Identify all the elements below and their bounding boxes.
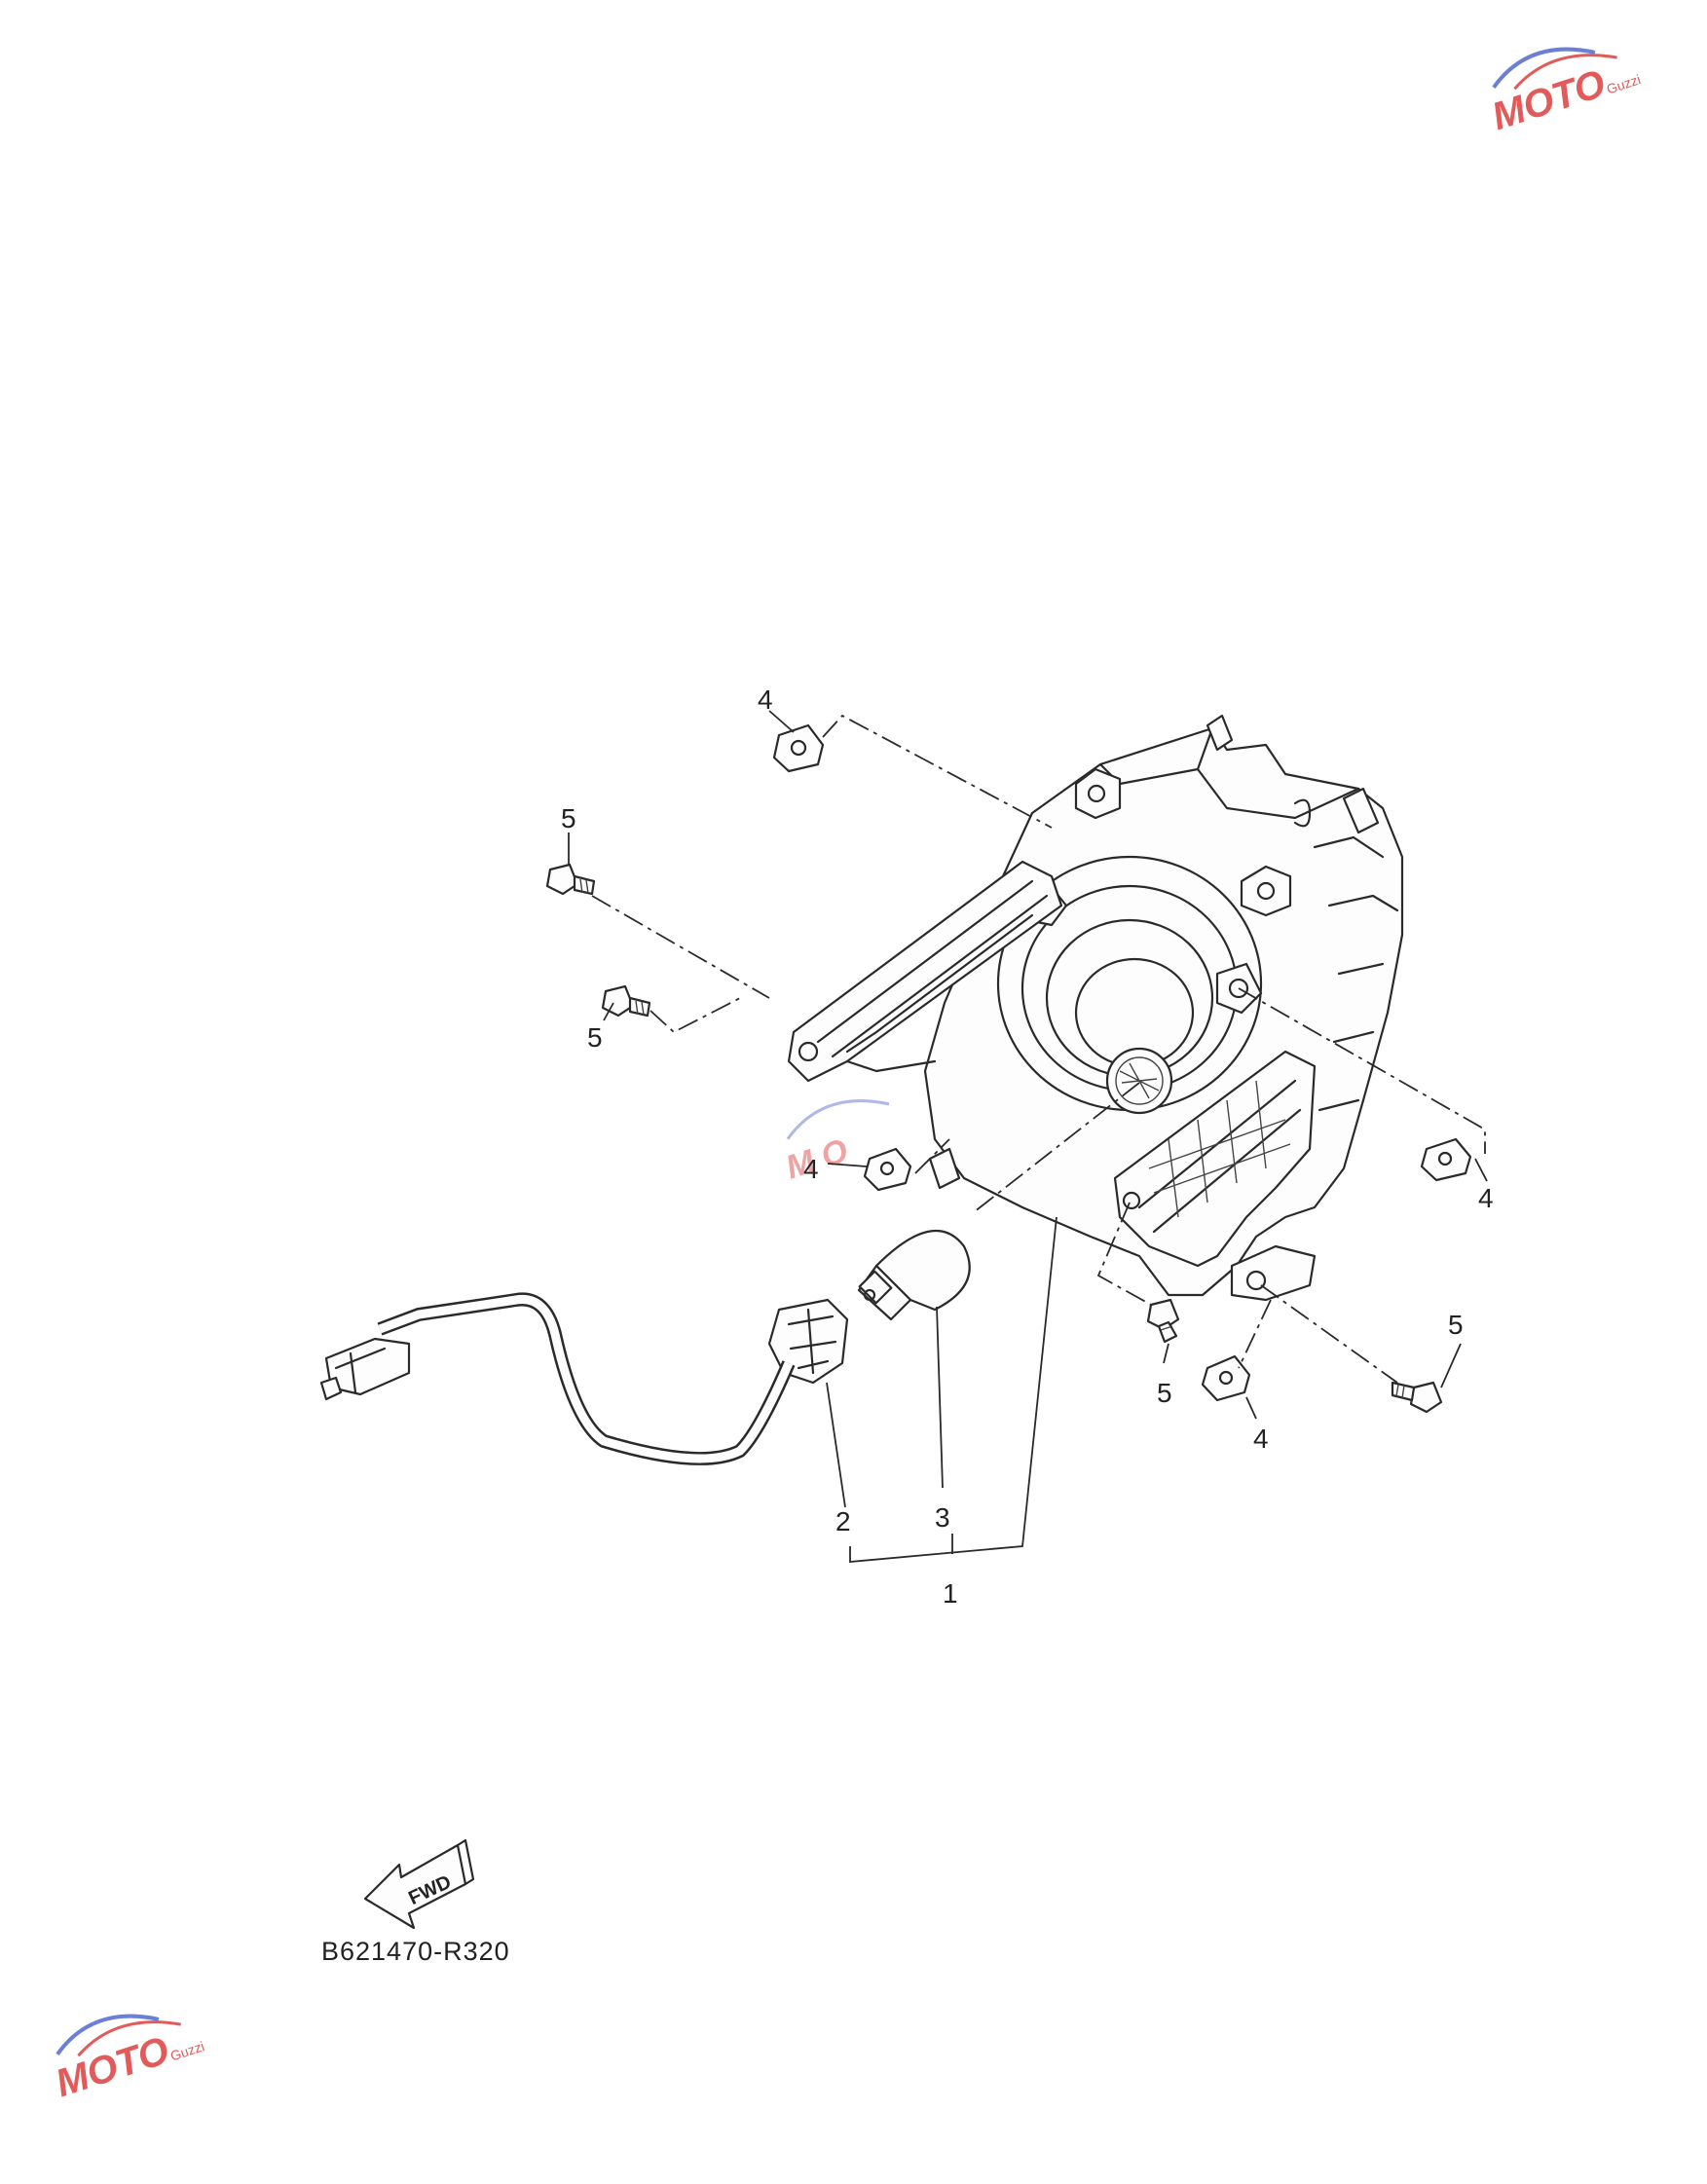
callout-3: 3 <box>935 1502 950 1533</box>
callout-4-top: 4 <box>758 685 773 715</box>
bulb <box>857 1230 971 1321</box>
callout-2: 2 <box>835 1506 851 1536</box>
socket-cord <box>319 1292 849 1465</box>
callouts: 4 5 5 4 4 5 5 4 2 3 1 <box>561 685 1494 1609</box>
callout-5-left: 5 <box>587 1022 603 1053</box>
callout-4-bottom: 4 <box>1253 1424 1269 1454</box>
callout-5-right: 5 <box>1448 1310 1464 1340</box>
leader-lines <box>568 710 1488 1563</box>
fwd-arrow-icon: FWD <box>363 1838 475 1930</box>
callout-4-right: 4 <box>1478 1183 1494 1213</box>
screw-right <box>1391 1381 1443 1414</box>
callout-1: 1 <box>943 1578 958 1609</box>
callout-4-left: 4 <box>803 1154 819 1184</box>
nut-clip-top <box>772 723 825 773</box>
nut-clip-right <box>1420 1137 1472 1182</box>
reference-code: B621470-R320 <box>321 1937 510 1966</box>
headlight-housing <box>787 714 1404 1302</box>
callout-5-bottom: 5 <box>1157 1378 1172 1408</box>
callout-5-top: 5 <box>561 803 576 833</box>
watermark-subtext: Guzzi <box>1605 71 1643 96</box>
assembly-lines <box>591 714 1486 1384</box>
screw-top <box>545 863 596 896</box>
watermark-subtext: Guzzi <box>168 2038 206 2063</box>
nut-clip-left <box>863 1147 912 1192</box>
screw-bottom <box>1146 1298 1180 1344</box>
nut-clip-bottom <box>1201 1354 1251 1402</box>
watermark-logo-bottom: MOTO Guzzi <box>51 2014 206 2105</box>
watermark-logo-top: MOTO Guzzi <box>1487 47 1643 138</box>
